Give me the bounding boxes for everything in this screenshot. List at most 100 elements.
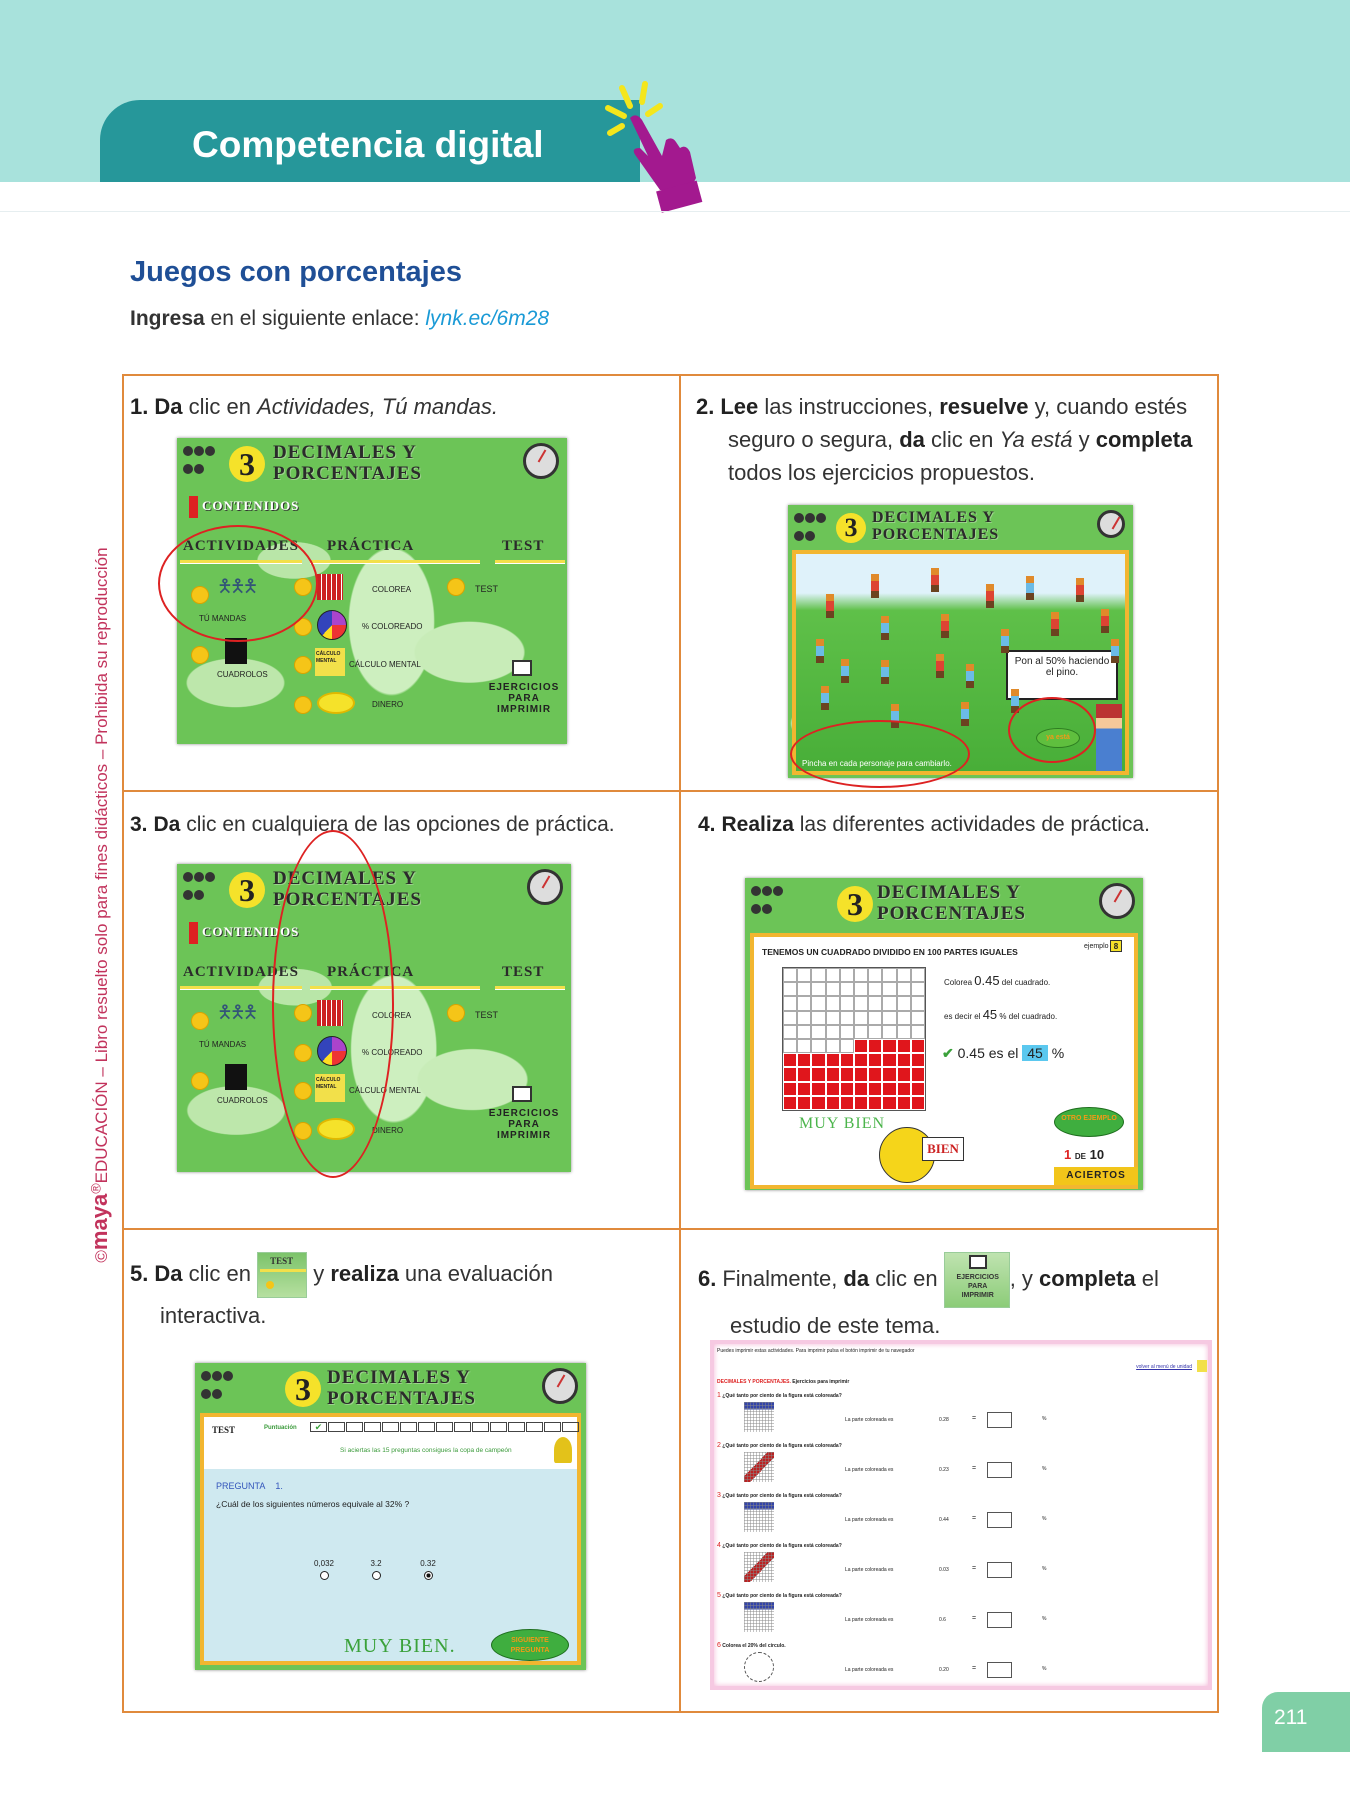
grid-cell[interactable]: [868, 996, 883, 1011]
scarecrow[interactable]: [871, 574, 879, 598]
grid-cell[interactable]: [868, 968, 883, 983]
grid-cell[interactable]: [896, 996, 911, 1011]
grid-cell[interactable]: [896, 1067, 911, 1082]
grid-cell[interactable]: [839, 1038, 854, 1054]
grid-cell[interactable]: [783, 982, 798, 997]
scarecrow[interactable]: [816, 639, 824, 663]
grid-cell[interactable]: [839, 968, 854, 983]
answer-box[interactable]: [987, 1512, 1012, 1528]
grid-cell[interactable]: [896, 982, 911, 997]
grid-cell[interactable]: [910, 996, 925, 1011]
grid-cell[interactable]: [910, 982, 925, 997]
grid-cell[interactable]: [868, 1081, 883, 1096]
grid-cell[interactable]: [910, 968, 925, 983]
grid-cell[interactable]: [868, 982, 883, 997]
cuadrolos-label[interactable]: CUADROLOS: [217, 670, 268, 679]
answer-box[interactable]: [987, 1412, 1012, 1428]
scarecrow[interactable]: [1011, 689, 1019, 713]
grid-cell[interactable]: [825, 1024, 840, 1039]
calculo-mental-label[interactable]: CÁLCULO MENTAL: [349, 660, 421, 669]
tu-mandas-button[interactable]: [191, 1012, 209, 1030]
grid-cell[interactable]: [825, 1010, 840, 1025]
grid-cell[interactable]: [853, 1067, 869, 1082]
coloreado-label[interactable]: % COLOREADO: [362, 622, 423, 631]
grid-cell[interactable]: [910, 1095, 925, 1110]
grid-cell[interactable]: [839, 1081, 854, 1096]
scarecrow[interactable]: [891, 704, 899, 728]
grid-cell[interactable]: [825, 982, 840, 997]
grid-cell[interactable]: [839, 1024, 854, 1039]
grid-cell[interactable]: [797, 982, 812, 997]
grid-cell[interactable]: [882, 1038, 897, 1054]
grid-cell[interactable]: [868, 1095, 883, 1110]
scarecrow[interactable]: [931, 568, 939, 592]
grid-cell[interactable]: [783, 1095, 798, 1110]
grid-cell[interactable]: [797, 968, 812, 983]
grid-cell[interactable]: [839, 1067, 854, 1082]
test-label[interactable]: TEST: [475, 584, 499, 594]
grid-cell[interactable]: [868, 1067, 883, 1082]
grid-cell[interactable]: [839, 996, 854, 1011]
scarecrow[interactable]: [881, 616, 889, 640]
grid-cell[interactable]: [825, 1095, 840, 1110]
grid-cell[interactable]: [853, 982, 869, 997]
scarecrow[interactable]: [1111, 639, 1119, 663]
grid-cell[interactable]: [811, 1053, 826, 1068]
scarecrow[interactable]: [941, 614, 949, 638]
grid-cell[interactable]: [868, 1038, 883, 1054]
grid-cell[interactable]: [853, 1095, 869, 1110]
grid-cell[interactable]: [825, 996, 840, 1011]
hundred-grid[interactable]: [782, 967, 926, 1111]
grid-cell[interactable]: [868, 1053, 883, 1068]
grid-cell[interactable]: [896, 1024, 911, 1039]
grid-cell[interactable]: [811, 1067, 826, 1082]
grid-cell[interactable]: [811, 1038, 826, 1054]
calculo-mental-button[interactable]: [294, 656, 312, 674]
grid-cell[interactable]: [910, 1067, 925, 1082]
dinero-label[interactable]: DINERO: [372, 1126, 404, 1135]
scarecrow[interactable]: [961, 702, 969, 726]
scarecrow[interactable]: [821, 686, 829, 710]
grid-cell[interactable]: [853, 996, 869, 1011]
grid-cell[interactable]: [853, 1024, 869, 1039]
answer-box[interactable]: [987, 1462, 1012, 1478]
grid-cell[interactable]: [825, 1053, 840, 1068]
grid-cell[interactable]: [797, 1024, 812, 1039]
next-question-button[interactable]: SIGUIENTE PREGUNTA: [491, 1629, 569, 1661]
grid-cell[interactable]: [783, 1053, 798, 1068]
grid-cell[interactable]: [910, 1038, 925, 1054]
grid-cell[interactable]: [882, 1053, 897, 1068]
tu-mandas-label[interactable]: TÚ MANDAS: [199, 1040, 247, 1049]
coloreado-label[interactable]: % COLOREADO: [362, 1048, 423, 1057]
cuadrolos-label[interactable]: CUADROLOS: [217, 1096, 268, 1105]
grid-cell[interactable]: [896, 1095, 911, 1110]
grid-cell[interactable]: [811, 982, 826, 997]
grid-cell[interactable]: [853, 1038, 869, 1054]
radio-button[interactable]: [319, 1571, 329, 1580]
grid-cell[interactable]: [853, 1081, 869, 1096]
grid-cell[interactable]: [797, 1081, 812, 1096]
grid-cell[interactable]: [783, 968, 798, 983]
grid-cell[interactable]: [825, 968, 840, 983]
grid-cell[interactable]: [882, 1081, 897, 1096]
grid-cell[interactable]: [853, 968, 869, 983]
grid-cell[interactable]: [783, 1038, 798, 1054]
grid-cell[interactable]: [811, 968, 826, 983]
grid-cell[interactable]: [882, 1024, 897, 1039]
grid-cell[interactable]: [839, 982, 854, 997]
grid-cell[interactable]: [811, 1010, 826, 1025]
grid-cell[interactable]: [839, 1010, 854, 1025]
answer-box[interactable]: [987, 1612, 1012, 1628]
answer-option[interactable]: 0.32: [413, 1559, 443, 1583]
scarecrow[interactable]: [1101, 609, 1109, 633]
grid-cell[interactable]: [896, 1053, 911, 1068]
colorea-label[interactable]: COLOREA: [372, 585, 412, 594]
otro-ejemplo-button[interactable]: OTRO EJEMPLO: [1054, 1107, 1124, 1137]
grid-cell[interactable]: [797, 1067, 812, 1082]
contenidos-link[interactable]: CONTENIDOS: [202, 498, 300, 513]
grid-cell[interactable]: [797, 996, 812, 1011]
grid-cell[interactable]: [811, 1095, 826, 1110]
grid-cell[interactable]: [910, 1081, 925, 1096]
scarecrow[interactable]: [826, 594, 834, 618]
